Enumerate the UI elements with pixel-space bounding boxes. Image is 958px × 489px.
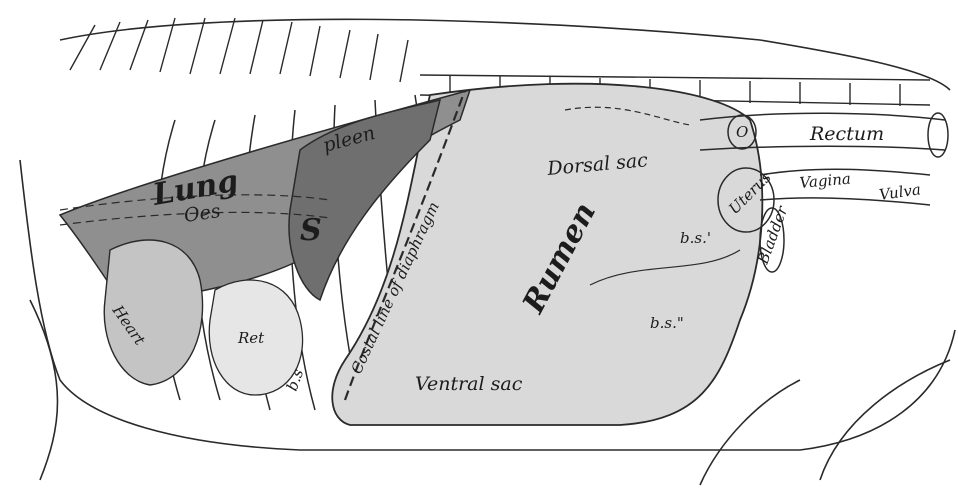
- label-spleen-s: S: [300, 213, 322, 248]
- label-ventral-sac: Ventral sac: [415, 373, 523, 395]
- label-bs-double-prime: b.s.": [650, 314, 684, 332]
- label-rectum: Rectum: [809, 123, 884, 145]
- label-ret: Ret: [237, 329, 265, 347]
- label-vagina: Vagina: [799, 170, 852, 192]
- label-vulva: Vulva: [878, 180, 922, 204]
- label-bs-prime: b.s.': [680, 229, 711, 247]
- label-ovary: O: [736, 123, 748, 141]
